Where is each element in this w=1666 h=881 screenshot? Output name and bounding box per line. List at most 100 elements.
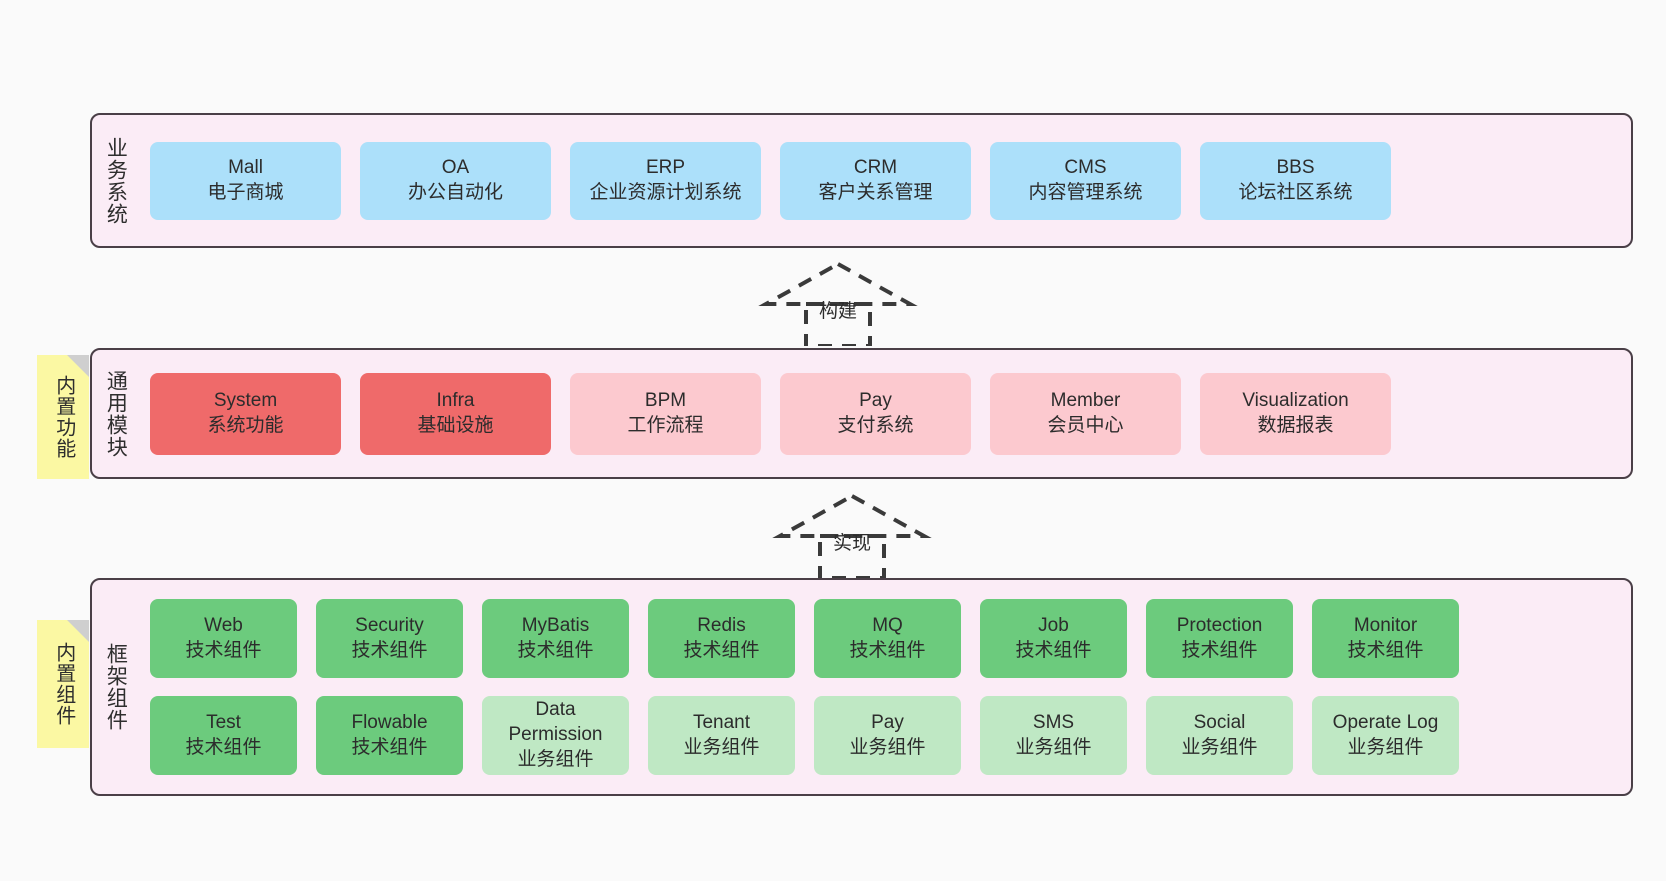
component-card-redis[interactable]: Redis 技术组件 [648, 599, 795, 678]
module-card-visualization[interactable]: Visualization 数据报表 [1200, 372, 1391, 455]
card-subtitle: 技术组件 [185, 639, 262, 661]
card-subtitle: 技术组件 [683, 639, 760, 661]
layer-framework-components: 框架组件 Web 技术组件 Security 技术组件 MyBatis 技术组件… [90, 578, 1633, 796]
note-builtin-features: 内置功能 [37, 355, 89, 479]
card-subtitle: 支付系统 [837, 414, 914, 436]
component-card-pay[interactable]: Pay 业务组件 [814, 696, 961, 775]
card-title: Data Permission [508, 699, 603, 746]
business-card-erp[interactable]: ERP 企业资源计划系统 [570, 141, 761, 220]
card-title: Monitor [1353, 614, 1418, 636]
business-card-crm[interactable]: CRM 客户关系管理 [780, 141, 971, 220]
business-card-bbs[interactable]: BBS 论坛社区系统 [1200, 141, 1391, 220]
card-title: Job [1038, 614, 1069, 636]
component-card-sms[interactable]: SMS 业务组件 [980, 696, 1127, 775]
connector-implement-label: 实现 [832, 533, 872, 554]
component-card-tenant[interactable]: Tenant 业务组件 [648, 696, 795, 775]
card-subtitle: 技术组件 [517, 639, 594, 661]
component-card-web[interactable]: Web 技术组件 [150, 599, 297, 678]
card-subtitle: 企业资源计划系统 [589, 181, 742, 203]
card-title: CRM [853, 156, 898, 178]
card-subtitle: 技术组件 [849, 639, 926, 661]
layer-title-common-modules: 通用模块 [104, 369, 128, 458]
card-subtitle: 基础设施 [417, 414, 494, 436]
component-card-job[interactable]: Job 技术组件 [980, 599, 1127, 678]
card-title: Web [204, 614, 243, 636]
common-modules-row: System 系统功能 Infra 基础设施 BPM 工作流程 Pay 支付系统… [150, 372, 1619, 455]
component-card-monitor[interactable]: Monitor 技术组件 [1312, 599, 1459, 678]
component-card-security[interactable]: Security 技术组件 [316, 599, 463, 678]
note-label: 内置功能 [52, 375, 75, 459]
component-card-data-permission[interactable]: Data Permission 业务组件 [482, 696, 629, 775]
card-title: Social [1193, 711, 1246, 733]
card-title: Test [206, 711, 241, 733]
card-title: SMS [1032, 711, 1075, 733]
card-subtitle: 业务组件 [517, 748, 594, 770]
layer-body-business-systems: Mall 电子商城 OA 办公自动化 ERP 企业资源计划系统 CRM 客户关系… [138, 115, 1631, 246]
card-title: Pay [871, 711, 904, 733]
card-subtitle: 工作流程 [627, 414, 704, 436]
card-subtitle: 数据报表 [1257, 414, 1334, 436]
card-title: OA [441, 156, 470, 178]
component-card-flowable[interactable]: Flowable 技术组件 [316, 696, 463, 775]
card-title: Infra [436, 389, 475, 411]
card-title: Flowable [351, 711, 428, 733]
connector-build-label: 构建 [818, 301, 858, 322]
card-subtitle: 业务组件 [1015, 736, 1092, 758]
component-card-protection[interactable]: Protection 技术组件 [1146, 599, 1293, 678]
card-title: Redis [697, 614, 746, 636]
card-subtitle: 论坛社区系统 [1238, 181, 1353, 203]
component-card-mq[interactable]: MQ 技术组件 [814, 599, 961, 678]
note-fold-icon [67, 620, 89, 642]
layer-body-common-modules: System 系统功能 Infra 基础设施 BPM 工作流程 Pay 支付系统… [138, 350, 1631, 477]
card-title: Tenant [692, 711, 751, 733]
card-title: MQ [872, 614, 903, 636]
card-title: Protection [1176, 614, 1263, 636]
layer-title-business-systems: 业务系统 [104, 136, 128, 225]
business-systems-row: Mall 电子商城 OA 办公自动化 ERP 企业资源计划系统 CRM 客户关系… [150, 141, 1619, 220]
card-subtitle: 技术组件 [1347, 639, 1424, 661]
card-subtitle: 技术组件 [351, 736, 428, 758]
card-subtitle: 内容管理系统 [1028, 181, 1143, 203]
module-card-system[interactable]: System 系统功能 [150, 372, 341, 455]
component-card-test[interactable]: Test 技术组件 [150, 696, 297, 775]
card-subtitle: 技术组件 [1181, 639, 1258, 661]
card-title: MyBatis [521, 614, 590, 636]
card-title: BPM [644, 389, 687, 411]
module-card-bpm[interactable]: BPM 工作流程 [570, 372, 761, 455]
card-subtitle: 技术组件 [351, 639, 428, 661]
card-title: Pay [859, 389, 892, 411]
business-card-mall[interactable]: Mall 电子商城 [150, 141, 341, 220]
component-card-mybatis[interactable]: MyBatis 技术组件 [482, 599, 629, 678]
note-builtin-components: 内置组件 [37, 620, 89, 748]
card-subtitle: 电子商城 [207, 181, 284, 203]
card-title: CMS [1064, 156, 1107, 178]
component-card-social[interactable]: Social 业务组件 [1146, 696, 1293, 775]
layer-common-modules: 通用模块 System 系统功能 Infra 基础设施 BPM 工作流程 Pay… [90, 348, 1633, 479]
card-subtitle: 业务组件 [683, 736, 760, 758]
card-subtitle: 系统功能 [207, 414, 284, 436]
component-card-operate-log[interactable]: Operate Log 业务组件 [1312, 696, 1459, 775]
card-subtitle: 会员中心 [1047, 414, 1124, 436]
note-fold-icon [67, 355, 89, 377]
card-subtitle: 技术组件 [185, 736, 262, 758]
layer-body-framework-components: Web 技术组件 Security 技术组件 MyBatis 技术组件 Redi… [138, 580, 1631, 794]
card-title: Mall [228, 156, 263, 178]
card-subtitle: 客户关系管理 [818, 181, 933, 203]
business-card-cms[interactable]: CMS 内容管理系统 [990, 141, 1181, 220]
module-card-member[interactable]: Member 会员中心 [990, 372, 1181, 455]
business-card-oa[interactable]: OA 办公自动化 [360, 141, 551, 220]
card-title: System [213, 389, 278, 411]
card-title: Operate Log [1332, 711, 1439, 733]
card-subtitle: 办公自动化 [407, 181, 503, 203]
module-card-infra[interactable]: Infra 基础设施 [360, 372, 551, 455]
card-title: Visualization [1242, 389, 1349, 411]
card-subtitle: 业务组件 [849, 736, 926, 758]
module-card-pay[interactable]: Pay 支付系统 [780, 372, 971, 455]
card-subtitle: 业务组件 [1347, 736, 1424, 758]
framework-components-row-1: Web 技术组件 Security 技术组件 MyBatis 技术组件 Redi… [150, 599, 1619, 678]
layer-title-framework-components: 框架组件 [104, 643, 128, 731]
card-title: Member [1050, 389, 1121, 411]
card-title: Security [355, 614, 424, 636]
card-title: BBS [1276, 156, 1315, 178]
connector-build: 构建 [758, 258, 918, 346]
